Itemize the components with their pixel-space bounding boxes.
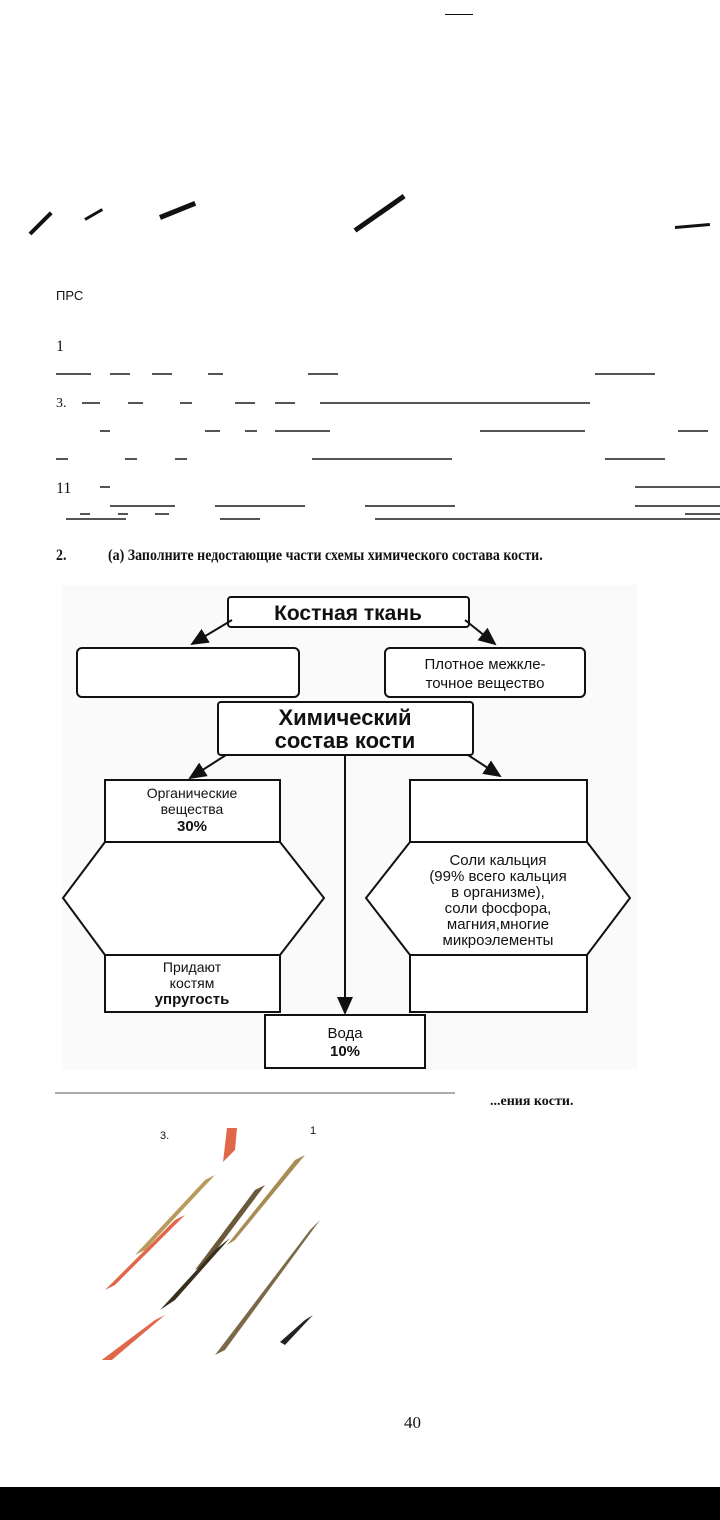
blank-left-top-box (76, 647, 300, 698)
figure-label: 1 (310, 1125, 317, 1137)
blank-inorganic-top-box (409, 779, 588, 843)
right-top-label: точное вещество (426, 675, 545, 692)
line-number: 11 (56, 480, 72, 497)
inorganic-label: соли фосфора, (445, 900, 552, 917)
water-box (264, 1014, 426, 1069)
scribble-mark (159, 200, 197, 220)
organic-label: вещества (161, 801, 224, 817)
organic-effect-label: упругость (155, 991, 230, 1008)
organic-label: Органические (147, 785, 238, 801)
inorganic-label: магния,многие (447, 916, 549, 933)
scribble-mark (28, 211, 53, 236)
blank-organic-hexagon (61, 841, 326, 956)
arrow (467, 754, 502, 778)
organic-percent: 30% (177, 818, 207, 835)
center-label: состав кости (275, 728, 416, 753)
question-number: 2. (56, 547, 67, 564)
scribble-mark (445, 14, 473, 15)
inorganic-label: (99% всего кальция (429, 868, 566, 885)
page-number: 40 (404, 1413, 421, 1432)
bottom-bar (0, 1487, 720, 1520)
line-number: 1 (56, 338, 64, 355)
arrow (464, 619, 497, 646)
question-a-text: (а) Заполните недостающие части схемы хи… (108, 547, 543, 564)
organic-effect-label: Придают (163, 959, 222, 975)
arrow (190, 619, 233, 646)
inorganic-label: Соли кальция (449, 852, 546, 869)
water-percent: 10% (330, 1043, 360, 1060)
blank-inorganic-effect-box (409, 954, 588, 1013)
scribble-mark (674, 222, 710, 229)
center-label: Химический (278, 705, 411, 730)
right-top-label: Плотное межкле- (424, 656, 545, 673)
scribble-mark (84, 208, 104, 221)
inorganic-label: в организме), (451, 884, 545, 901)
organic-effect-label: костям (170, 975, 215, 991)
inorganic-label: микроэлементы (443, 932, 554, 949)
root-box (227, 596, 470, 628)
root-label: Костная ткань (274, 602, 422, 625)
right-top-box (384, 647, 586, 698)
arrow (188, 754, 227, 780)
scribble-mark (353, 194, 406, 233)
bone-figure: 3. 1 (55, 1120, 390, 1370)
line-number: 3. (56, 396, 67, 411)
question-b-line (55, 1092, 455, 1094)
question-b-fragment: ...ения кости. (490, 1094, 574, 1109)
figure-label: 3. (160, 1130, 170, 1142)
organic-box (104, 779, 281, 843)
organic-effect-box (104, 954, 281, 1013)
bone-composition-diagram: Костная ткань Плотное межкле- точное вещ… (61, 585, 637, 1070)
header-fragment: ПРС (56, 288, 84, 303)
water-label: Вода (327, 1025, 363, 1042)
